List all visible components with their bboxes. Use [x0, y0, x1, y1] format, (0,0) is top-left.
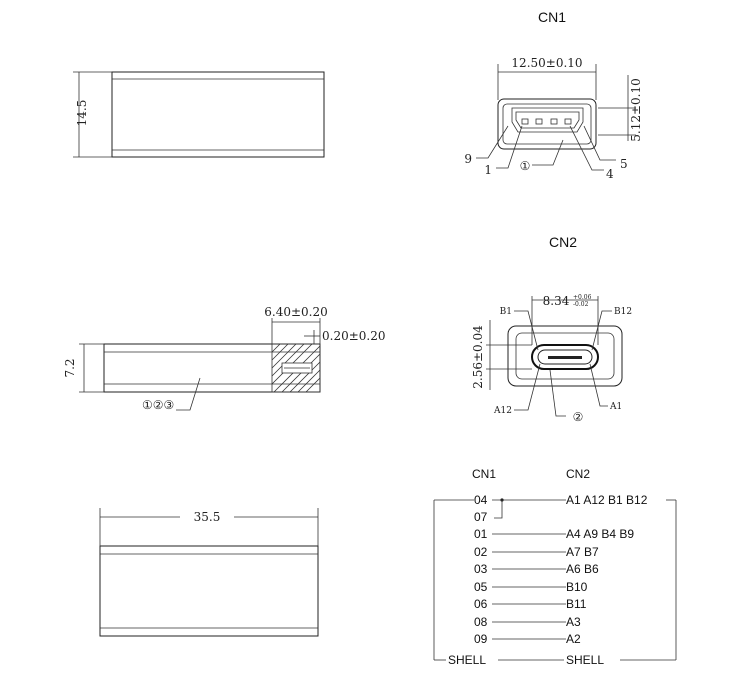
- cn2-width-tol-minus: -0.02: [573, 301, 589, 308]
- cn2-height-dimension: 2.56±0.04: [471, 325, 485, 389]
- top-callout: ①②③: [142, 398, 174, 412]
- wiring-table: CN1 CN2 04 A1 A12 B1 B12 07 01 A4 A9 B4 …: [433, 467, 677, 667]
- wiring-cn2-pins: A2: [566, 632, 581, 646]
- side-view: 14.5: [73, 71, 325, 158]
- wiring-cn1-pin: 05: [474, 580, 488, 594]
- cn1-title: CN1: [538, 9, 566, 25]
- wiring-cn2-pins: A1 A12 B1 B12: [566, 493, 648, 507]
- bottom-view: 35.5: [99, 508, 319, 637]
- cn2-tongue: [548, 356, 582, 359]
- cn2-pin-a1: A1: [609, 402, 622, 412]
- cn1-width-dimension: 12.50±0.10: [511, 56, 582, 70]
- bottom-view-body: [99, 545, 319, 637]
- cn2-pin-b1: B1: [500, 307, 512, 317]
- cn1-view: CN1 12.50±0.10 5.12±0.10 9 1 4 5 ①: [464, 9, 643, 181]
- wiring-cn2-pins: A7 B7: [566, 545, 599, 559]
- top-dim-b: 0.20±0.20: [322, 329, 386, 343]
- wiring-cn2-pins: A4 A9 B4 B9: [566, 527, 634, 541]
- cn1-pin-4: 4: [606, 167, 614, 181]
- cn2-width-tol-plus: +0.06: [573, 294, 592, 301]
- cn2-width-dimension: 8.34: [543, 294, 570, 308]
- side-height-dimension: 14.5: [75, 100, 89, 127]
- cn1-shell: [497, 98, 597, 150]
- cn1-height-dimension: 5.12±0.10: [629, 78, 643, 142]
- wiring-cn1-pin: 08: [474, 615, 488, 629]
- cn1-callout: ①: [520, 159, 531, 173]
- wiring-header-cn2: CN2: [566, 467, 590, 481]
- wiring-cn2-pins: A3: [566, 615, 581, 629]
- cn1-contact: [521, 118, 529, 125]
- wiring-cn1-pin: 06: [474, 597, 488, 611]
- wiring-cn1-pin: 04: [474, 493, 488, 507]
- cn1-tongue: [511, 107, 584, 133]
- cn2-title: CN2: [549, 234, 577, 250]
- wiring-shell-right: SHELL: [566, 653, 604, 667]
- cn1-contact: [535, 118, 543, 125]
- wiring-shell-left: SHELL: [448, 653, 486, 667]
- top-dim-a: 6.40±0.20: [264, 305, 328, 319]
- cn2-callout: ②: [573, 410, 584, 424]
- cn1-contact: [564, 118, 572, 125]
- top-height-dimension: 7.2: [63, 358, 77, 377]
- top-view: 7.2 6.40±0.20 0.20±0.20 ①②③: [63, 305, 386, 412]
- wiring-header-cn1: CN1: [472, 467, 496, 481]
- wiring-cn1-pin: 02: [474, 545, 488, 559]
- cn1-pin-1: 1: [484, 163, 492, 177]
- wiring-cn1-pin: 09: [474, 632, 488, 646]
- wiring-cn1-pin: 07: [474, 510, 488, 524]
- wiring-cn2-pins: A6 B6: [566, 562, 599, 576]
- cn2-shell: [507, 325, 623, 387]
- cn1-pin-9: 9: [464, 152, 472, 166]
- side-view-body: [111, 71, 325, 158]
- wiring-cn2-pins: B10: [566, 580, 588, 594]
- cn1-contact: [550, 118, 558, 125]
- wiring-cn2-pins: B11: [566, 597, 587, 611]
- cn2-view: CN2 8.34 +0.06 -0.02 2.56±0.04 B1 B12 A1…: [471, 234, 632, 424]
- cn1-pin-5: 5: [620, 157, 628, 171]
- cn2-pin-b12: B12: [614, 307, 632, 317]
- wiring-cn1-pin: 03: [474, 562, 488, 576]
- bottom-length-dimension: 35.5: [194, 510, 221, 524]
- wiring-cn1-pin: 01: [474, 527, 488, 541]
- cn2-pin-a12: A12: [493, 406, 512, 416]
